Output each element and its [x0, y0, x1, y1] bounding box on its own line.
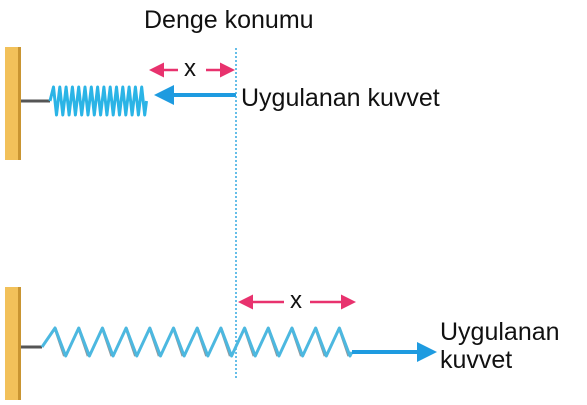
wall-bottom [5, 287, 21, 400]
force-label-bottom: Uygulanan kuvvet [440, 318, 560, 374]
force-arrow-top [154, 85, 236, 105]
force-label-bottom-line1: Uygulanan [440, 318, 560, 346]
displacement-label-bottom: x [290, 287, 302, 314]
stretched-spring [40, 326, 354, 358]
displacement-label-top: x [184, 55, 196, 82]
force-label-bottom-line2: kuvvet [440, 346, 513, 374]
equilibrium-label: Denge konumu [144, 6, 314, 34]
wall-top [5, 47, 21, 160]
force-arrow-bottom [352, 342, 437, 362]
force-label-top: Uygulanan kuvvet [241, 84, 440, 112]
compressed-spring [48, 85, 148, 117]
